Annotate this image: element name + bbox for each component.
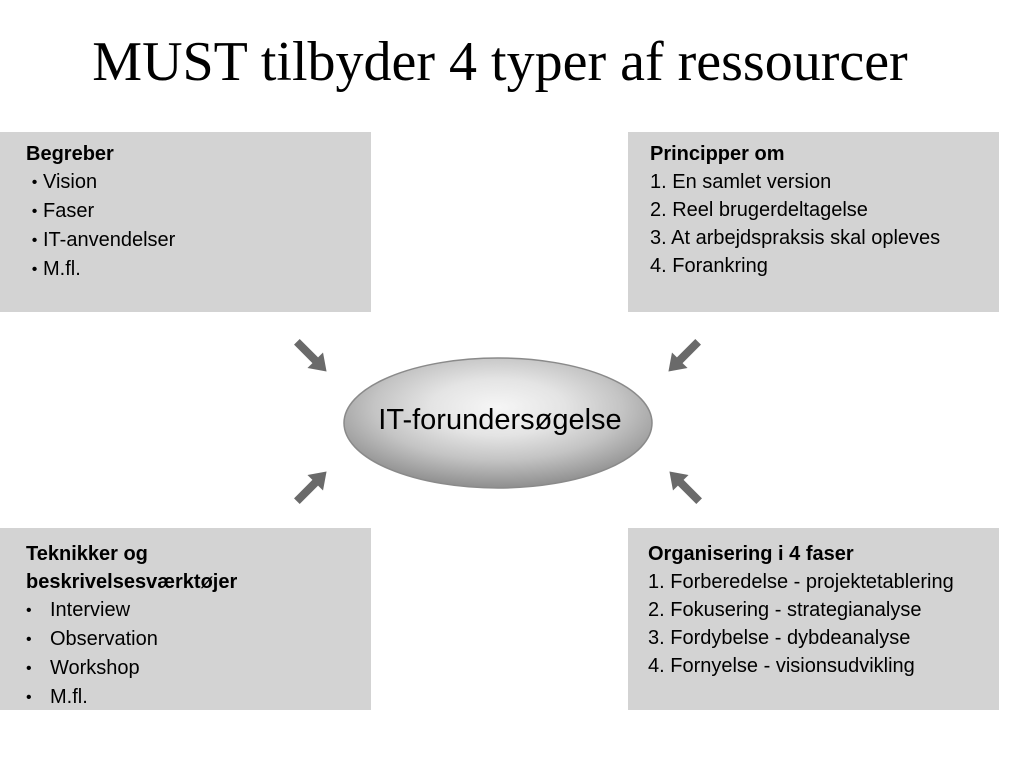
bullet-icon: •	[26, 660, 32, 677]
box-principper: Principper om 1. En samlet version 2. Re…	[628, 132, 999, 312]
bullet-icon: •	[31, 203, 38, 220]
box-list: • Interview • Observation • Workshop • M.fl.	[26, 596, 371, 712]
list-item-text: Faser	[43, 200, 95, 222]
bullet-icon: •	[31, 232, 38, 249]
bullet-icon: •	[26, 602, 32, 619]
bullet-icon: •	[31, 174, 38, 191]
list-item: • M.fl.	[26, 683, 371, 712]
list-item: • Faser	[26, 197, 371, 226]
list-item: • Observation	[26, 625, 371, 654]
arrow-bottom-right-icon	[661, 463, 707, 509]
list-item-text: Workshop	[50, 657, 140, 679]
list-item: • M.fl.	[26, 255, 371, 284]
list-item-text: Interview	[50, 599, 131, 621]
arrow-top-right-icon	[660, 334, 706, 380]
list-item: 4. Forankring	[650, 255, 768, 277]
bullet-icon: •	[26, 631, 32, 648]
list-item: 2. Fokusering - strategianalyse	[648, 599, 922, 621]
list-item-text: Observation	[50, 628, 158, 650]
list-item-text: M.fl.	[43, 258, 81, 280]
list-item: • Interview	[26, 596, 371, 625]
list-item: 4. Fornyelse - visionsudvikling	[648, 655, 915, 677]
center-label: IT-forundersøgelse	[378, 404, 622, 436]
arrow-top-left-icon	[289, 334, 335, 380]
box-heading: Organisering i 4 faser	[648, 543, 854, 565]
bullet-icon: •	[31, 261, 38, 278]
box-heading-line1: Teknikker og	[26, 543, 148, 565]
box-heading-line2: beskrivelsesværktøjer	[26, 571, 238, 593]
list-item: • IT-anvendelser	[26, 226, 371, 255]
box-list: • Vision • Faser • IT-anvendelser • M.fl.	[26, 168, 371, 284]
box-list: 1. Forberedelse - projektetablering 2. F…	[648, 568, 999, 680]
list-item-text: Vision	[43, 171, 98, 193]
list-item: 3. At arbejdspraksis skal opleves	[650, 227, 941, 249]
slide-title: MUST tilbyder 4 typer af ressourcer	[92, 31, 908, 93]
box-list: 1. En samlet version 2. Reel brugerdelta…	[650, 168, 999, 280]
box-heading: Begreber	[26, 143, 114, 165]
box-organisering: Organisering i 4 faser 1. Forberedelse -…	[628, 528, 999, 710]
center-ellipse	[343, 357, 653, 489]
arrow-bottom-left-icon	[289, 463, 335, 509]
list-item: 2. Reel brugerdeltagelse	[650, 199, 868, 221]
list-item-text: M.fl.	[50, 686, 88, 708]
box-teknikker: Teknikker og beskrivelsesværktøjer • Inte…	[0, 528, 371, 710]
box-begreber: Begreber • Vision • Faser • IT-anvendelser …	[0, 132, 371, 312]
bullet-icon: •	[26, 689, 32, 706]
list-item: • Workshop	[26, 654, 371, 683]
list-item: 3. Fordybelse - dybdeanalyse	[648, 627, 911, 649]
list-item: • Vision	[26, 168, 371, 197]
list-item: 1. Forberedelse - projektetablering	[648, 571, 954, 593]
box-heading: Principper om	[650, 143, 785, 165]
list-item: 1. En samlet version	[650, 171, 832, 193]
list-item-text: IT-anvendelser	[43, 229, 176, 251]
